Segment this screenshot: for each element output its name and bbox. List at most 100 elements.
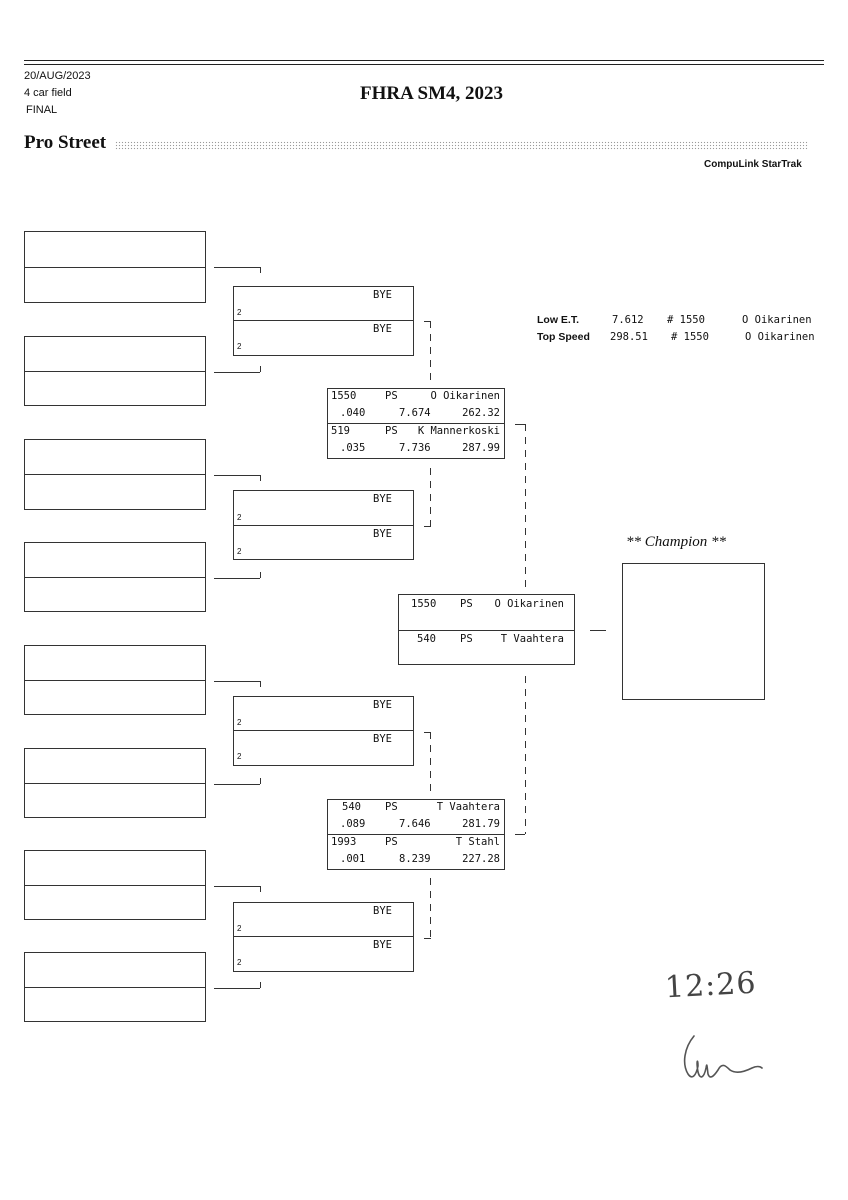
header-rule-top — [24, 60, 824, 61]
class-title-dotted-rule — [115, 141, 808, 150]
semifinal-box-2: 540 PS T Vaahtera .089 7.646 281.79 1993… — [327, 799, 505, 870]
speed: 281.79 — [462, 818, 500, 830]
lane-number: 2 — [237, 924, 242, 933]
round1-box-6 — [24, 748, 206, 818]
lane-number: 2 — [237, 752, 242, 761]
connector-r1-5 — [214, 681, 260, 682]
bye-label: BYE — [373, 289, 392, 301]
top-speed-car: # 1550 — [671, 331, 709, 343]
car-class: PS — [385, 390, 398, 402]
top-speed-value: 298.51 — [610, 331, 648, 343]
low-et-driver: O Oikarinen — [742, 314, 812, 326]
connector-r2-3-dashed — [430, 732, 431, 792]
semifinal-box-1: 1550 PS O Oikarinen .040 7.674 262.32 51… — [327, 388, 505, 459]
speed: 227.28 — [462, 853, 500, 865]
connector-r1-5-tick — [260, 681, 261, 687]
reaction-time: .035 — [340, 442, 366, 454]
lane-number: 2 — [237, 308, 242, 317]
elapsed-time: 8.239 — [399, 853, 431, 865]
connector-sf-1-dashed — [525, 424, 526, 589]
connector-r1-7-tick — [260, 886, 261, 892]
connector-r2-3-tick — [424, 732, 431, 733]
car-class: PS — [385, 801, 398, 813]
connector-r1-2-tick — [260, 366, 261, 372]
bye-label: BYE — [373, 493, 392, 505]
connector-r1-3-tick — [260, 475, 261, 481]
connector-final-to-champion — [590, 630, 606, 631]
car-class: PS — [385, 425, 398, 437]
driver-name: K Mannerkoski — [417, 425, 500, 437]
handwritten-time: 12:26 — [664, 965, 758, 1006]
field-size: 4 car field — [24, 87, 72, 99]
connector-sf-1-tick — [515, 424, 525, 425]
connector-r1-1 — [214, 267, 260, 268]
brand-label: CompuLink StarTrak — [704, 159, 802, 170]
elapsed-time: 7.736 — [399, 442, 431, 454]
connector-r1-2 — [214, 372, 260, 373]
round1-box-8 — [24, 952, 206, 1022]
car-class: PS — [385, 836, 398, 848]
connector-r1-1-tick — [260, 267, 261, 273]
connector-r1-3 — [214, 475, 260, 476]
elapsed-time: 7.646 — [399, 818, 431, 830]
round2-box-4: BYE 2 BYE 2 — [233, 902, 414, 972]
driver-name: O Oikarinen — [430, 390, 500, 402]
champion-box — [622, 563, 765, 700]
final-box: 1550 PS O Oikarinen 540 PS T Vaahtera — [398, 594, 575, 665]
low-et-label: Low E.T. — [537, 314, 579, 326]
reaction-time: .089 — [340, 818, 366, 830]
connector-r2-2-tick — [424, 526, 431, 527]
bye-label: BYE — [373, 733, 392, 745]
speed: 287.99 — [462, 442, 500, 454]
bye-label: BYE — [373, 905, 392, 917]
elapsed-time: 7.674 — [399, 407, 431, 419]
lane-number: 2 — [237, 342, 242, 351]
connector-r1-7 — [214, 886, 260, 887]
car-class: PS — [460, 598, 473, 610]
connector-r1-4 — [214, 578, 260, 579]
connector-r1-4-tick — [260, 572, 261, 578]
low-et-value: 7.612 — [612, 314, 644, 326]
event-title: FHRA SM4, 2023 — [360, 83, 504, 104]
connector-r2-4-dashed — [430, 878, 431, 938]
lane-number: 2 — [237, 718, 242, 727]
round1-box-2 — [24, 336, 206, 406]
driver-name: T Stahl — [455, 836, 500, 848]
bye-label: BYE — [373, 939, 392, 951]
class-title: Pro Street — [24, 132, 107, 153]
driver-name: T Vaahtera — [436, 801, 500, 813]
connector-r1-8 — [214, 988, 260, 989]
bye-label: BYE — [373, 323, 392, 335]
speed: 262.32 — [462, 407, 500, 419]
connector-r2-1-tick — [424, 321, 431, 322]
bye-label: BYE — [373, 699, 392, 711]
driver-name: T Vaahtera — [500, 633, 564, 645]
header-rule-bottom — [24, 64, 824, 65]
round1-box-5 — [24, 645, 206, 715]
connector-sf-2-tick — [515, 834, 525, 835]
round-name: FINAL — [26, 104, 58, 116]
car-number: 540 — [417, 633, 436, 645]
car-number: 519 — [331, 425, 350, 437]
reaction-time: .001 — [340, 853, 366, 865]
round1-box-3 — [24, 439, 206, 510]
connector-r2-1-dashed — [430, 321, 431, 381]
round1-box-1 — [24, 231, 206, 303]
handwritten-signature — [683, 1035, 763, 1078]
connector-r1-6 — [214, 784, 260, 785]
top-speed-driver: O Oikarinen — [745, 331, 815, 343]
driver-name: O Oikarinen — [494, 598, 564, 610]
connector-r1-8-tick — [260, 982, 261, 988]
lane-number: 2 — [237, 958, 242, 967]
connector-sf-2-dashed — [525, 676, 526, 834]
lane-number: 2 — [237, 547, 242, 556]
car-number: 540 — [342, 801, 361, 813]
round1-box-7 — [24, 850, 206, 920]
car-number: 1550 — [331, 390, 357, 402]
event-date: 20/AUG/2023 — [24, 70, 91, 82]
reaction-time: .040 — [340, 407, 366, 419]
car-number: 1550 — [411, 598, 437, 610]
round2-box-1: BYE 2 BYE 2 — [233, 286, 414, 356]
stats-panel: Low E.T. 7.612 # 1550 O Oikarinen Top Sp… — [537, 314, 827, 348]
round2-box-3: BYE 2 BYE 2 — [233, 696, 414, 766]
